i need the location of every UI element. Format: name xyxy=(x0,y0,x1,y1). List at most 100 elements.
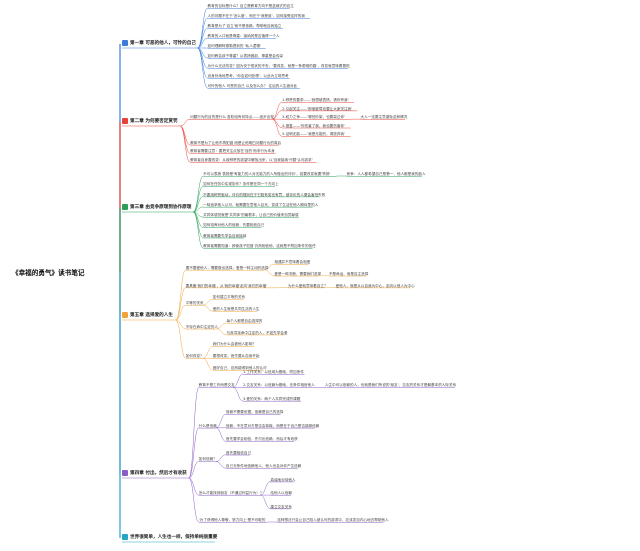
branch-line xyxy=(232,373,244,388)
topic-node[interactable]: 设身处地地思考。'你会如何处理'，以此为立场思考 xyxy=(207,74,289,78)
branch-line xyxy=(197,47,208,89)
branch-line xyxy=(175,319,186,330)
root-title[interactable]: 《幸福的勇气》读书笔记 xyxy=(12,269,85,277)
subtopic-node[interactable]: 如何建立平等的关系 xyxy=(212,295,246,300)
topic-node[interactable]: '为了获得他人尊敬，努力向上'是不可取的 xyxy=(198,518,266,522)
branch-line xyxy=(192,175,204,213)
topic-node[interactable]: 要具备'我们的幸福'，从'我的幸福'走向'我们的幸福' xyxy=(185,283,268,288)
subtopic-node[interactable]: 我们为什么会被他人影响？ xyxy=(212,342,256,347)
branch-line xyxy=(202,304,213,312)
topic-node[interactable]: 教育者需要先学会自我接纳 xyxy=(203,233,247,238)
branch-line xyxy=(202,346,213,359)
chapter-node[interactable]: 第四章 付出，然后才有收获 xyxy=(122,470,187,476)
subtopic-node[interactable]: 这种想法只会让自己陷入被认可的欲求中，应该发自内心地去帮助他人 xyxy=(277,518,389,522)
topic-node[interactable]: 平等的关系 xyxy=(185,301,204,306)
subtopic-node[interactable]: 给他人以信赖 xyxy=(270,491,292,496)
topic-node[interactable]: 问题行为的目的是什么 各阶段有何特点——逐步出现 xyxy=(190,115,274,120)
chapter-node[interactable]: 世界很简单，人生也一样，保持单纯很重要 xyxy=(122,534,217,540)
branch-line xyxy=(179,125,191,163)
subtopic-node[interactable]: 爱是一种决断，需要我们选择 xyxy=(274,271,322,276)
branch-line xyxy=(197,37,208,49)
branch-line xyxy=(188,387,200,479)
subtopic-node[interactable]: 大人一定要注意避免这种情况 xyxy=(360,115,408,120)
subtopic-node[interactable]: 自己无条件地信赖他人，他人也会对你产生信赖 xyxy=(225,464,302,469)
subtopic-node[interactable]: 做好自己，自然能得到他人的认可 xyxy=(212,366,267,370)
topic-node[interactable]: 教育不是为了让他不再犯错 而是让他明白问题行为的背后 xyxy=(190,140,282,145)
subtopic-node[interactable]: 3.权力之争——'哪怕吵架，也要赢过你' xyxy=(282,115,346,120)
topic-node[interactable]: 不存在命中注定的人 xyxy=(185,324,219,329)
topic-node[interactable]: 如何理解阿德勒提到的 '私人逻辑' xyxy=(207,44,261,48)
branch-line xyxy=(193,196,204,213)
branch-line xyxy=(175,304,186,321)
gift-icon xyxy=(122,118,128,124)
topic-node[interactable]: 如何在任务中实现协作？协作是在同一个方向上 xyxy=(203,182,279,187)
topic-node[interactable]: 怎么才能找到朋友（不通过利益行为）？ xyxy=(198,491,264,496)
book-icon xyxy=(122,40,128,46)
chapter-label: 第三章 由竞争原理到协作原理 xyxy=(130,205,192,210)
topic-node[interactable]: 教育的入口就是尊重：接纳其是否值得一个人 xyxy=(207,34,280,38)
topic-node[interactable]: 如何改变？ xyxy=(185,354,204,359)
subtopic-node[interactable]: 5.证明无能——'我是无能的，请放弃我' xyxy=(282,132,346,137)
subtopic-node[interactable]: 爱他人，就是从以自我为中心，走向以他人为中心 xyxy=(335,283,415,288)
subtopic-node[interactable]: 3.爱的关系：两个人共同完成的课题 xyxy=(243,396,301,401)
branch-line xyxy=(202,299,213,306)
branch-line xyxy=(179,125,191,146)
topic-node[interactable]: 教育者自身要改变：从被称赞的欲望中解放出来，以'自我接纳'代替'认可欲求' xyxy=(190,158,313,162)
topic-node[interactable]: 什么是信赖 xyxy=(198,423,217,428)
subtopic-node[interactable]: 信赖不需要依据，信赖是自己的选择 xyxy=(225,410,284,415)
topic-node[interactable]: 一味追求他人认可，就需要在意他人目光，变成了生活在他人期待里的人 xyxy=(203,202,319,207)
topic-node[interactable]: 如何信赖？ xyxy=(198,457,217,462)
subtopic-node[interactable]: 1.工作关系：以信用为基础，附加条件 xyxy=(243,370,304,374)
chapter-node[interactable]: 第三章 由竞争原理到协作原理 xyxy=(122,204,191,210)
subtopic-node[interactable]: 不是命运，而是自主选择 xyxy=(328,271,369,276)
chapter-label: 第二章 为何要否定赏罚 xyxy=(130,119,178,124)
branch-line xyxy=(197,17,208,49)
subtopic-node[interactable]: 信赖，不在意对方是否会背叛，而是在于自己是否能够信赖 xyxy=(225,423,320,428)
subtopic-node[interactable]: 4.报复——'你伤害了我，我也要伤害你' xyxy=(282,123,346,128)
people-icon xyxy=(122,204,128,210)
topic-node[interactable]: 如何培养对他人的信赖，先要相信自己 xyxy=(203,223,265,228)
branch-line xyxy=(232,387,244,402)
branch-line xyxy=(216,322,227,330)
topic-node[interactable]: 可怜的他人 可恶的自己 以及怎么办？ 往后的人生面对此 xyxy=(207,84,298,88)
subtopic-node[interactable]: 人生中可以依赖的人，也就是我们所说的'朋友'，交友的关系才是最基本的人际关系 xyxy=(324,383,457,388)
topic-node[interactable]: 共同体感觉就是'共同体'的最根本，让自己的价值来自贡献感 xyxy=(203,213,299,218)
subtopic-node[interactable]: 2.交友关系：以信赖为基础，无条件相信他人 xyxy=(243,383,315,388)
branch-line xyxy=(272,101,283,120)
chapter-node[interactable]: 第五章 选择爱的人生 xyxy=(122,312,173,318)
chapter-node[interactable]: 第一章 可恶的他人，可怜的自己 xyxy=(122,40,196,46)
branch-line xyxy=(264,269,275,277)
smile-icon xyxy=(122,534,128,540)
subtopic-node[interactable]: 1.称赞的要求——'我想被表扬，请你夸我' xyxy=(282,98,349,102)
heart-icon xyxy=(122,470,128,476)
topic-node[interactable]: 如何教会孩子尊重？从表扬做起，尊重是会传染 xyxy=(207,54,284,58)
subtopic-node[interactable]: 爱的人生就是共同生活的人生 xyxy=(212,307,260,312)
topic-node[interactable]: 为什么无法改变？因为安于现状的不安，'要改变，就是一条艰难的路'，改变就意味着冒… xyxy=(207,64,350,68)
topic-node[interactable]: 教育不是工作而是交友 xyxy=(198,383,235,388)
chapter-node[interactable]: 第二章 为何要否定赏罚 xyxy=(122,118,178,124)
subtopic-node[interactable]: 首先要学会相信，先付出信赖，然后才有收获 xyxy=(225,437,298,442)
topic-node[interactable]: 教育的目标是什么？自立是教育方向不是盆栽式的自立 xyxy=(207,4,294,8)
subtopic-node[interactable]: 要想改变，首先要从自身开始 xyxy=(212,354,260,359)
topic-node[interactable]: 人的问题不在于'怎么做'，而在于'我是谁'，如何接受这样的我 xyxy=(207,14,305,18)
branch-line xyxy=(175,319,186,359)
subtopic-node[interactable]: 真诚地对待他人 xyxy=(270,477,296,482)
subtopic-node[interactable]: 首先要相信自己 xyxy=(225,450,252,455)
topic-node[interactable]: 教育是为了'自立'而不是依赖，帮助他自我独立 xyxy=(207,24,282,28)
subtopic-node[interactable]: 每个人都是自由选择的 xyxy=(226,318,263,323)
branch-line xyxy=(192,211,204,249)
topic-node[interactable]: 不可以表扬 表扬是'有能力的人对无能力的人所做出的评价'，若要改变就要'赞扬' xyxy=(203,172,331,176)
branch-line xyxy=(260,481,271,496)
topic-node[interactable]: 教育者需要知道：即使孩子犯错 仍然相信他，这就是不附加条件的信任 xyxy=(203,244,316,248)
topic-node[interactable]: 要不要爱他人，需要做出选择。爱是一种主动的选择 xyxy=(185,265,269,270)
subtopic-node[interactable]: 竞争：人人都希望自己是第一，他人都是我的敌人 xyxy=(346,172,426,176)
subtopic-node[interactable]: 建立交友关系 xyxy=(270,504,292,509)
subtopic-node[interactable]: 为什么爱就意味着自立？ xyxy=(288,283,328,288)
subtopic-node[interactable]: 相遇并不意味着会相爱 xyxy=(274,260,311,264)
subtopic-node[interactable]: 2.引起关注——'即使被骂也要让大家关注我' xyxy=(282,106,353,111)
topic-node[interactable]: 教育者需要注意：要把关注点放在'目的'而非行为本身 xyxy=(190,149,275,154)
topic-node[interactable]: 不要用称赞驱动，评价的规则在于它既有奖也有罚，被评价的人便会害怕失败 xyxy=(203,192,326,197)
subtopic-node[interactable]: 与其寻找命中注定的人，不如先学会爱 xyxy=(226,330,288,335)
branch-line xyxy=(193,211,204,238)
